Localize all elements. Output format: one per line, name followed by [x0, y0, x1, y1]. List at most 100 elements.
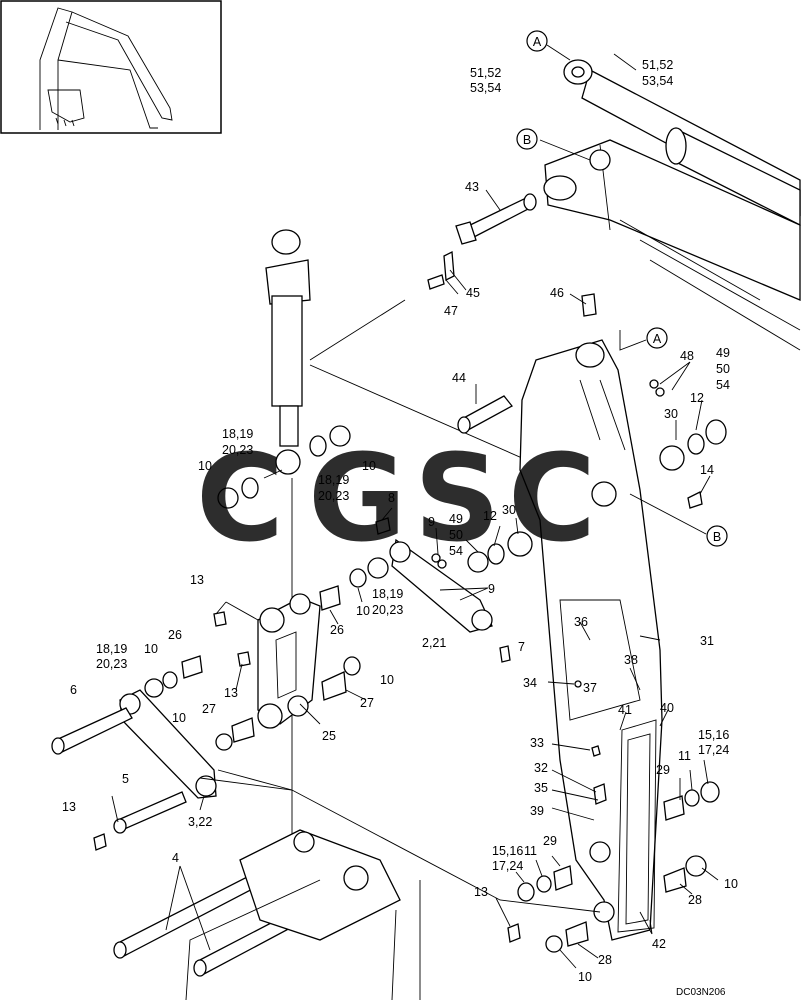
label: 8 [388, 491, 395, 505]
part-labels: 51,52 53,54 51,52 53,54 43 45 47 4 6 48 4… [62, 58, 738, 984]
label: 20,23 [372, 603, 403, 617]
link-25 [257, 593, 321, 729]
label: 36 [574, 615, 588, 629]
callout-A-arm: A [646, 327, 668, 349]
label: 54 [449, 544, 463, 558]
label: 34 [523, 676, 537, 690]
label: 40 [660, 701, 674, 715]
label: 51,52 [470, 66, 501, 80]
link-washers [217, 425, 533, 573]
label: 18,19 [318, 473, 349, 487]
label: 45 [466, 286, 480, 300]
label: 28 [688, 893, 702, 907]
label: 33 [530, 736, 544, 750]
label: 43 [465, 180, 479, 194]
label: 3,22 [188, 815, 212, 829]
label: 13 [190, 573, 204, 587]
callout-B-arm: B [706, 525, 728, 547]
label: 10 [362, 459, 376, 473]
label: 12 [690, 391, 704, 405]
label: 54 [716, 378, 730, 392]
label: 42 [652, 937, 666, 951]
label: 32 [534, 761, 548, 775]
label: 17,24 [492, 859, 523, 873]
watermark-letter-s: S [414, 430, 500, 569]
label: 31 [700, 634, 714, 648]
bucket-and-pins-4 [113, 829, 421, 1000]
label: 29 [656, 763, 670, 777]
label: 27 [360, 696, 374, 710]
callout-A-top: A [526, 30, 548, 52]
label: 10 [724, 877, 738, 891]
label: 44 [452, 371, 466, 385]
label: 25 [322, 729, 336, 743]
label: 10 [144, 642, 158, 656]
label: 27 [202, 702, 216, 716]
label: 10 [380, 673, 394, 687]
plate-45-bolt-47 [427, 250, 455, 290]
label: 35 [534, 781, 548, 795]
label: 26 [168, 628, 182, 642]
label: 50 [716, 362, 730, 376]
label: 13 [62, 800, 76, 814]
label: 26 [330, 623, 344, 637]
label: 15,16 [698, 728, 729, 742]
label: 41 [618, 703, 632, 717]
bushings-26-27 [144, 557, 389, 751]
label: 9 [428, 515, 435, 529]
label: 48 [680, 349, 694, 363]
arm-bottom-washers [507, 680, 720, 953]
label: 18,19 [222, 427, 253, 441]
callout-B-top: B [516, 128, 538, 150]
label: 18,19 [96, 642, 127, 656]
label: 10 [172, 711, 186, 725]
label: 5 [122, 772, 129, 786]
watermark-letter-c2: C [508, 430, 596, 569]
label: 29 [543, 834, 557, 848]
label: 20,23 [318, 489, 349, 503]
label: 2,21 [422, 636, 446, 650]
leader-lines [111, 44, 719, 969]
svg-text:B: B [713, 530, 721, 544]
arm-31 [519, 339, 663, 941]
label: 47 [444, 304, 458, 318]
svg-text:A: A [533, 35, 542, 49]
label: 53,54 [470, 81, 501, 95]
label: 17,24 [698, 743, 729, 757]
watermark-letter-c1: C [196, 430, 284, 569]
label: 14 [700, 463, 714, 477]
watermark-logo: C G S C [196, 430, 596, 569]
svg-text:A: A [653, 332, 662, 346]
svg-text:B: B [523, 133, 531, 147]
label: 53,54 [642, 74, 673, 88]
watermark-letter-g: G [308, 430, 407, 569]
drawing-code: DC03N206 [676, 987, 726, 998]
arm-cylinder [563, 59, 801, 227]
link-2-21 [389, 538, 511, 663]
label: 49 [716, 346, 730, 360]
label: 13 [224, 686, 238, 700]
label: 51,52 [642, 58, 673, 72]
boom-end [543, 139, 801, 351]
pin-43 [455, 193, 537, 245]
label: 37 [583, 681, 597, 695]
label: 10 [578, 970, 592, 984]
label: 18,19 [372, 587, 403, 601]
label: 10 [356, 604, 370, 618]
label: 10 [198, 459, 212, 473]
label: 12 [483, 509, 497, 523]
label: 4 [172, 851, 179, 865]
label: 11 [678, 749, 691, 763]
label: 20,23 [96, 657, 127, 671]
label: 38 [624, 653, 638, 667]
label: 39 [530, 804, 544, 818]
label: 20,23 [222, 443, 253, 457]
label: 49 [449, 512, 463, 526]
label: 6 [70, 683, 77, 697]
label: 13 [474, 885, 488, 899]
label: 30 [502, 503, 516, 517]
bucket-cylinder [265, 229, 596, 900]
link-3-22 [51, 689, 217, 851]
